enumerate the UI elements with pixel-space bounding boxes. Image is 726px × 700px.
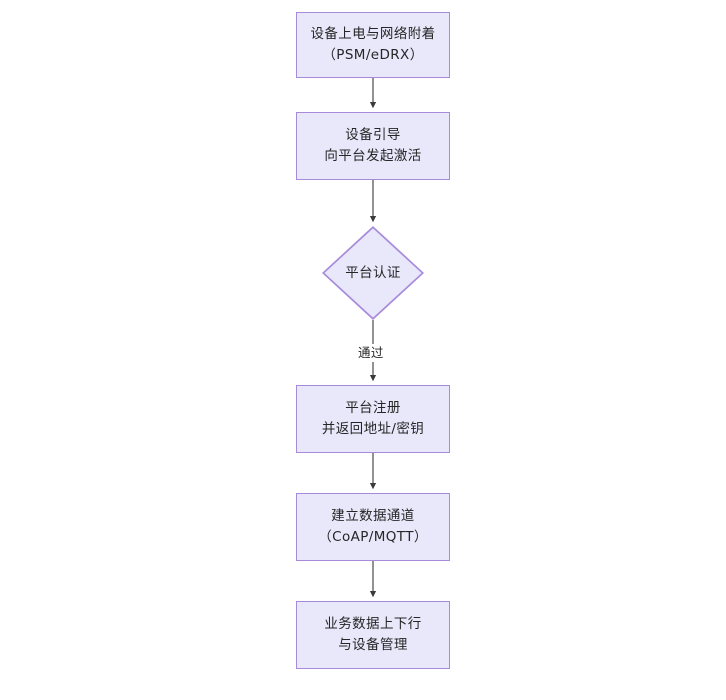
flow-node-line: 平台注册 xyxy=(345,400,401,417)
flow-node-line: （CoAP/MQTT） xyxy=(318,529,428,545)
flow-node-business-data[interactable]: 业务数据上下行 与设备管理 xyxy=(296,601,450,669)
flow-node-device-power-on[interactable]: 设备上电与网络附着 （PSM/eDRX） xyxy=(296,12,450,78)
flow-node-line: 并返回地址/密钥 xyxy=(321,421,425,437)
flow-node-line: 设备引导 xyxy=(345,127,401,144)
flow-node-line: 与设备管理 xyxy=(338,637,408,653)
flow-node-line: 建立数据通道 xyxy=(331,508,415,525)
diamond-shape-icon xyxy=(322,226,424,320)
edge-label-pass: 通过 xyxy=(355,344,387,363)
flow-node-device-bootstrap[interactable]: 设备引导 向平台发起激活 xyxy=(296,112,450,180)
flow-node-line: 业务数据上下行 xyxy=(324,616,422,633)
flow-node-line: 平台认证 xyxy=(345,264,401,281)
flow-node-platform-auth-decision[interactable]: 平台认证 xyxy=(322,226,424,320)
flow-node-data-channel[interactable]: 建立数据通道 （CoAP/MQTT） xyxy=(296,493,450,561)
flow-node-line: （PSM/eDRX） xyxy=(322,47,424,63)
flow-node-platform-registration[interactable]: 平台注册 并返回地址/密钥 xyxy=(296,385,450,453)
flow-node-line: 向平台发起激活 xyxy=(324,148,422,164)
flow-node-line: 设备上电与网络附着 xyxy=(310,26,436,43)
